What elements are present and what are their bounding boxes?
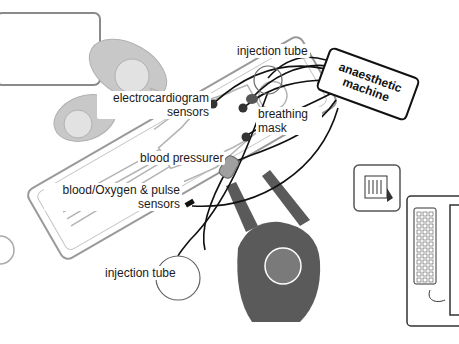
breathing-mask-shape [246,94,258,104]
key [423,266,427,270]
key [423,242,427,246]
key [429,224,433,228]
key [429,254,433,258]
part-label: injection tube [103,266,178,280]
key [417,272,421,276]
part-label: blood pressurer [138,151,225,165]
staff-figure-dark [226,170,320,322]
ecg-sensor [242,133,251,142]
key [423,212,427,216]
keyboard-keys [417,212,433,282]
key [423,230,427,234]
key [423,218,427,222]
part-label: injection tube [235,44,310,58]
key [417,224,421,228]
key [429,218,433,222]
key [429,248,433,252]
edge-arc [0,236,14,264]
key [417,254,421,258]
machine-label: anaesthetic machine [331,60,406,108]
key [423,236,427,240]
key [417,260,421,264]
injection-bag [254,66,282,94]
key [429,266,433,270]
key [429,260,433,264]
key [417,212,421,216]
key [417,242,421,246]
key [429,212,433,216]
ecg-sensor [239,104,248,113]
key [423,224,427,228]
key [423,254,427,258]
key [429,278,433,282]
cabinet-outline [0,13,100,85]
key [417,278,421,282]
monitor-icon [354,165,400,211]
key [417,248,421,252]
key [417,236,421,240]
key [423,272,427,276]
machine-box: anaesthetic machine [315,46,421,122]
part-label: breathing mask [256,107,322,135]
key [417,218,421,222]
part-label: blood/Oxygen & pulse sensors [44,183,182,211]
key [429,236,433,240]
key [429,230,433,234]
key [417,230,421,234]
key [417,266,421,270]
staff-figures-grey [47,26,182,149]
computer-desk [407,196,459,326]
pulse-sensor [185,199,195,208]
key [429,272,433,276]
key [423,260,427,264]
key [429,242,433,246]
key [423,248,427,252]
key [423,278,427,282]
part-label: electrocardiogram sensors [97,91,211,119]
